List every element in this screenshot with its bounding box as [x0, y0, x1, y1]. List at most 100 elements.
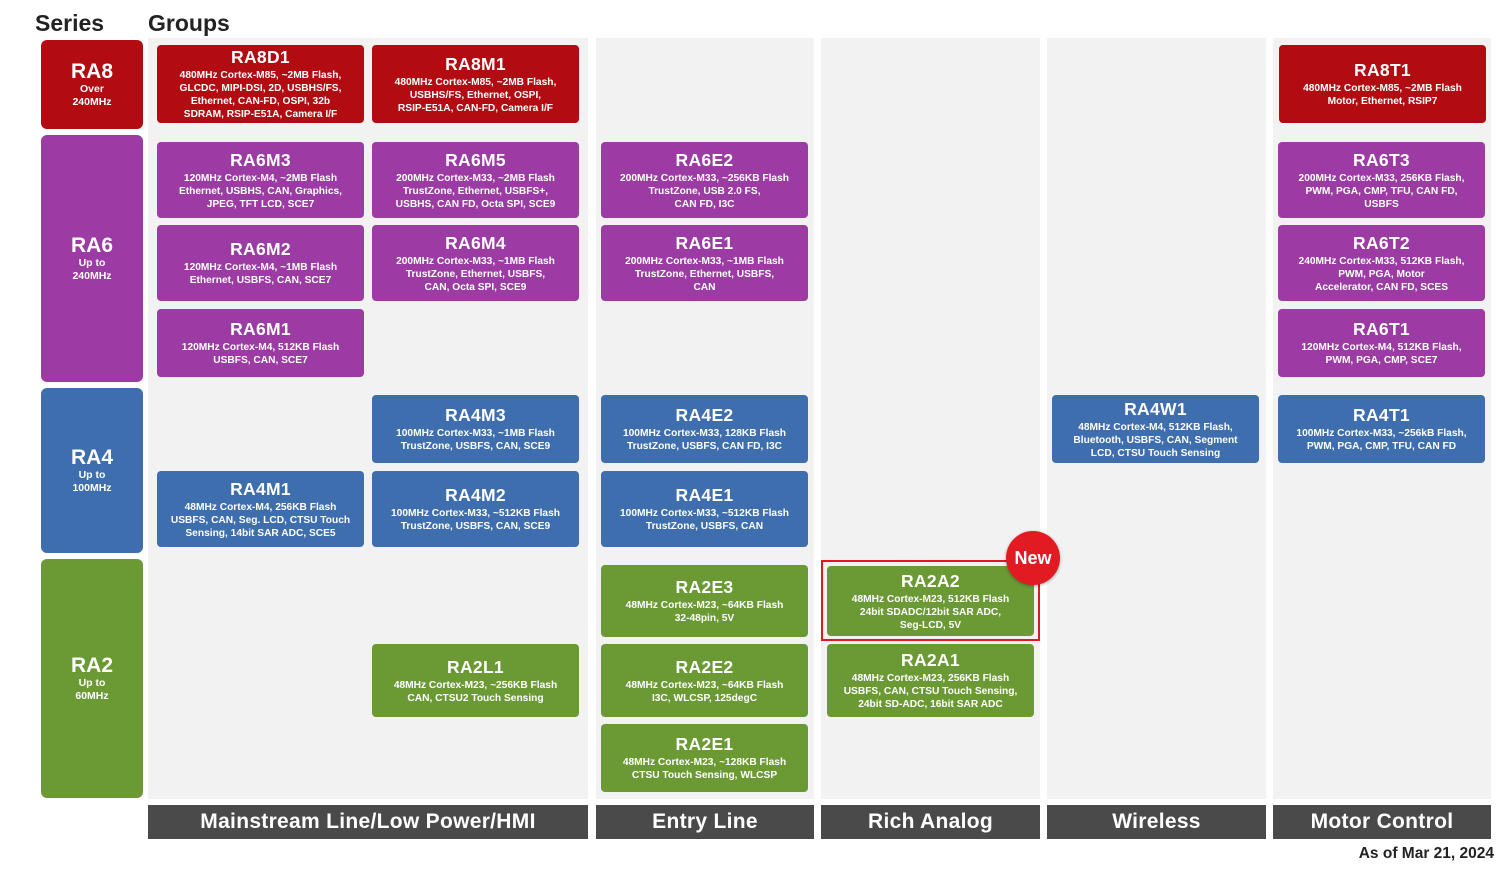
chip-ra4w1[interactable]: RA4W1 48MHz Cortex-M4, 512KB Flash, Blue…: [1052, 395, 1259, 463]
chip-name: RA6T1: [1353, 319, 1410, 339]
series-ra8: RA8 Over 240MHz: [41, 40, 143, 129]
chip-name: RA2E1: [675, 734, 734, 754]
chip-desc: 100MHz Cortex-M33, ~256kB Flash, PWM, PG…: [1296, 428, 1467, 452]
chip-ra6t1[interactable]: RA6T1 120MHz Cortex-M4, 512KB Flash, PWM…: [1278, 309, 1485, 377]
chip-ra6m1[interactable]: RA6M1 120MHz Cortex-M4, 512KB Flash USBF…: [157, 309, 364, 377]
chip-desc: 480MHz Cortex-M85, ~2MB Flash Motor, Eth…: [1303, 83, 1462, 107]
chip-desc: 48MHz Cortex-M23, 512KB Flash 24bit SDAD…: [851, 593, 1010, 631]
chip-desc: 240MHz Cortex-M33, 512KB Flash, PWM, PGA…: [1298, 255, 1465, 293]
chip-ra2e1[interactable]: RA2E1 48MHz Cortex-M23, ~128KB Flash CTS…: [601, 724, 808, 792]
series-name: RA4: [70, 445, 113, 469]
chip-desc: 480MHz Cortex-M85, ~2MB Flash, USBHS/FS,…: [394, 76, 557, 114]
chip-desc: 100MHz Cortex-M33, 128KB Flash TrustZone…: [622, 428, 787, 452]
chip-desc: 120MHz Cortex-M4, ~2MB Flash Ethernet, U…: [178, 172, 343, 210]
series-name: RA8: [70, 59, 113, 83]
chip-ra4m3[interactable]: RA4M3 100MHz Cortex-M33, ~1MB Flash Trus…: [372, 395, 579, 463]
chip-name: RA6T2: [1353, 232, 1410, 253]
category-rich-analog-label: Rich Analog: [821, 805, 1040, 839]
series-speed: Over 240MHz: [72, 82, 112, 108]
series-ra2: RA2 Up to 60MHz: [41, 559, 143, 798]
series-ra6: RA6 Up to 240MHz: [41, 135, 143, 382]
chip-desc: 100MHz Cortex-M33, ~1MB Flash TrustZone,…: [396, 428, 555, 452]
chip-name: RA4M2: [445, 485, 506, 505]
chip-desc: 480MHz Cortex-M85, ~2MB Flash, GLCDC, MI…: [179, 70, 342, 120]
chip-desc: 48MHz Cortex-M23, 256KB Flash USBFS, CAN…: [843, 673, 1018, 710]
series-speed: Up to 100MHz: [72, 468, 112, 494]
chip-desc: 48MHz Cortex-M23, ~64KB Flash I3C, WLCSP…: [625, 679, 784, 704]
chip-name: RA2E3: [675, 577, 734, 597]
chip-name: RA2L1: [447, 656, 504, 677]
chip-ra2e3[interactable]: RA2E3 48MHz Cortex-M23, ~64KB Flash 32-4…: [601, 565, 808, 637]
chip-ra8d1[interactable]: RA8D1 480MHz Cortex-M85, ~2MB Flash, GLC…: [157, 45, 364, 123]
chip-desc: 100MHz Cortex-M33, ~512KB Flash TrustZon…: [390, 508, 560, 532]
chip-ra6m3[interactable]: RA6M3 120MHz Cortex-M4, ~2MB Flash Ether…: [157, 142, 364, 218]
chip-desc: 48MHz Cortex-M4, 512KB Flash, Bluetooth,…: [1073, 421, 1238, 459]
chip-name: RA6E2: [675, 149, 734, 170]
chip-ra4t1[interactable]: RA4T1 100MHz Cortex-M33, ~256kB Flash, P…: [1278, 395, 1485, 463]
chip-ra2a2[interactable]: RA2A2 48MHz Cortex-M23, 512KB Flash 24bi…: [827, 566, 1034, 636]
chip-ra6e1[interactable]: RA6E1 200MHz Cortex-M33, ~1MB Flash Trus…: [601, 225, 808, 301]
series-name: RA6: [70, 233, 113, 257]
chip-desc: 48MHz Cortex-M23, ~128KB Flash CTSU Touc…: [622, 757, 787, 781]
chip-ra2e2[interactable]: RA2E2 48MHz Cortex-M23, ~64KB Flash I3C,…: [601, 644, 808, 717]
chip-desc: 120MHz Cortex-M4, ~1MB Flash Ethernet, U…: [183, 262, 338, 286]
chip-name: RA6E1: [675, 232, 734, 253]
chip-desc: 120MHz Cortex-M4, 512KB Flash USBFS, CAN…: [181, 342, 340, 366]
chip-ra8m1[interactable]: RA8M1 480MHz Cortex-M85, ~2MB Flash, USB…: [372, 45, 579, 123]
chip-name: RA8D1: [231, 47, 290, 67]
chip-ra4e2[interactable]: RA4E2 100MHz Cortex-M33, 128KB Flash Tru…: [601, 395, 808, 463]
new-badge: New: [1006, 531, 1060, 585]
chip-ra2l1[interactable]: RA2L1 48MHz Cortex-M23, ~256KB Flash CAN…: [372, 644, 579, 717]
chip-name: RA6M1: [230, 319, 291, 339]
chip-name: RA4T1: [1353, 405, 1410, 425]
chip-desc: 100MHz Cortex-M33, ~512KB Flash TrustZon…: [619, 508, 789, 532]
chip-ra4m1[interactable]: RA4M1 48MHz Cortex-M4, 256KB Flash USBFS…: [157, 471, 364, 547]
chip-name: RA6M4: [445, 232, 506, 253]
chip-name: RA2E2: [675, 656, 734, 677]
chip-name: RA8T1: [1354, 60, 1411, 80]
category-motor-control-label: Motor Control: [1273, 805, 1491, 839]
chip-desc: 200MHz Cortex-M33, ~1MB Flash TrustZone,…: [396, 255, 555, 293]
chip-desc: 48MHz Cortex-M23, ~256KB Flash CAN, CTSU…: [393, 679, 558, 704]
chip-ra8t1[interactable]: RA8T1 480MHz Cortex-M85, ~2MB Flash Moto…: [1279, 45, 1486, 123]
chip-name: RA2A2: [901, 570, 960, 591]
chip-desc: 200MHz Cortex-M33, 256KB Flash, PWM, PGA…: [1298, 172, 1465, 210]
category-wireless-label: Wireless: [1047, 805, 1266, 839]
chip-name: RA6M2: [230, 239, 291, 259]
chip-desc: 48MHz Cortex-M4, 256KB Flash USBFS, CAN,…: [170, 501, 351, 539]
chip-name: RA4E1: [675, 485, 734, 505]
chip-name: RA6T3: [1353, 149, 1410, 170]
chip-name: RA4E2: [675, 405, 734, 425]
series-speed: Up to 60MHz: [75, 676, 109, 702]
chip-name: RA4M1: [230, 478, 291, 499]
chip-name: RA6M3: [230, 149, 291, 170]
chip-ra4m2[interactable]: RA4M2 100MHz Cortex-M33, ~512KB Flash Tr…: [372, 471, 579, 547]
chip-name: RA2A1: [901, 650, 960, 670]
chip-name: RA4W1: [1124, 398, 1187, 419]
chip-ra6m2[interactable]: RA6M2 120MHz Cortex-M4, ~1MB Flash Ether…: [157, 225, 364, 301]
series-name: RA2: [70, 653, 113, 677]
chip-name: RA6M5: [445, 149, 506, 170]
category-mainstream-label: Mainstream Line/Low Power/HMI: [148, 805, 588, 839]
series-header: Series: [35, 10, 105, 36]
chip-desc: 200MHz Cortex-M33, ~1MB Flash TrustZone,…: [625, 255, 784, 293]
series-ra4: RA4 Up to 100MHz: [41, 388, 143, 553]
chip-ra6e2[interactable]: RA6E2 200MHz Cortex-M33, ~256KB Flash Tr…: [601, 142, 808, 218]
chip-ra6t3[interactable]: RA6T3 200MHz Cortex-M33, 256KB Flash, PW…: [1278, 142, 1485, 218]
chip-desc: 120MHz Cortex-M4, 512KB Flash, PWM, PGA,…: [1301, 342, 1462, 366]
chip-ra6m4[interactable]: RA6M4 200MHz Cortex-M33, ~1MB Flash Trus…: [372, 225, 579, 301]
chip-desc: 200MHz Cortex-M33, ~256KB Flash TrustZon…: [619, 172, 789, 210]
chip-ra6m5[interactable]: RA6M5 200MHz Cortex-M33, ~2MB Flash Trus…: [372, 142, 579, 218]
groups-header: Groups: [148, 10, 230, 36]
chip-ra6t2[interactable]: RA6T2 240MHz Cortex-M33, 512KB Flash, PW…: [1278, 225, 1485, 301]
chip-name: RA8M1: [445, 53, 506, 74]
category-entry-line-label: Entry Line: [596, 805, 814, 839]
chip-name: RA4M3: [445, 405, 506, 425]
series-speed: Up to 240MHz: [72, 256, 112, 282]
new-highlight-frame: [821, 560, 1040, 641]
chip-ra4e1[interactable]: RA4E1 100MHz Cortex-M33, ~512KB Flash Tr…: [601, 471, 808, 547]
as-of-date-note: As of Mar 21, 2024: [1358, 845, 1494, 862]
chip-desc: 48MHz Cortex-M23, ~64KB Flash 32-48pin, …: [625, 600, 784, 624]
chip-desc: 200MHz Cortex-M33, ~2MB Flash TrustZone,…: [395, 172, 556, 210]
chip-ra2a1[interactable]: RA2A1 48MHz Cortex-M23, 256KB Flash USBF…: [827, 644, 1034, 717]
